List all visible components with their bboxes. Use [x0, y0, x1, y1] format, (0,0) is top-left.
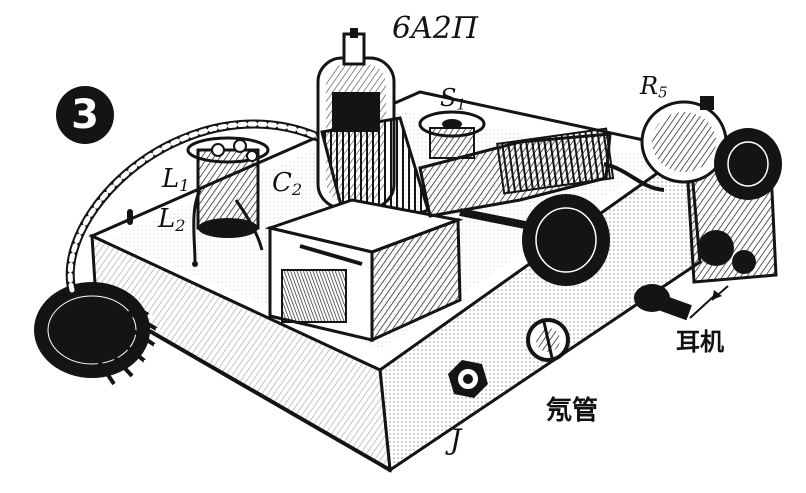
jack-label: J: [450, 423, 462, 456]
transformer-housing: [264, 198, 464, 343]
switch-s1: [418, 110, 486, 159]
neon-tube-window: [526, 318, 570, 362]
l1-label-main: L: [162, 164, 180, 194]
r5-label-sub: 5: [658, 83, 668, 102]
l2-label-sub: 2: [175, 216, 186, 236]
earphone-jack: [634, 284, 722, 321]
figure-number-badge: 3: [56, 86, 114, 144]
potentiometer-r5: [603, 96, 782, 284]
s1-label-sub: 1: [456, 95, 466, 114]
s1-label: S1: [440, 86, 466, 113]
r5-label: R5: [640, 74, 668, 101]
r5-label-main: R: [640, 72, 659, 100]
s1-label-main: S: [440, 84, 457, 112]
tube-label: 6A2П: [392, 14, 478, 44]
tuning-knob: [522, 194, 610, 286]
l1-label-sub: 1: [179, 176, 190, 196]
c2-label-main: C: [272, 168, 292, 198]
l2-label-main: L: [158, 204, 176, 234]
l1-label: L1: [162, 166, 190, 194]
earphone-label: 耳机: [676, 328, 724, 356]
coupling-shaft: [418, 127, 615, 230]
tube-label-text: 6A2П: [392, 11, 479, 46]
twisted-cable: [65, 119, 325, 295]
l2-label: L2: [158, 206, 186, 234]
coil-socket: [186, 136, 270, 267]
c2-label: C2: [272, 170, 302, 198]
jack-j: [448, 360, 488, 398]
neon-tube-label: 氖管: [546, 396, 599, 426]
multipin-plug: [34, 282, 161, 386]
c2-label-sub: 2: [291, 180, 303, 200]
